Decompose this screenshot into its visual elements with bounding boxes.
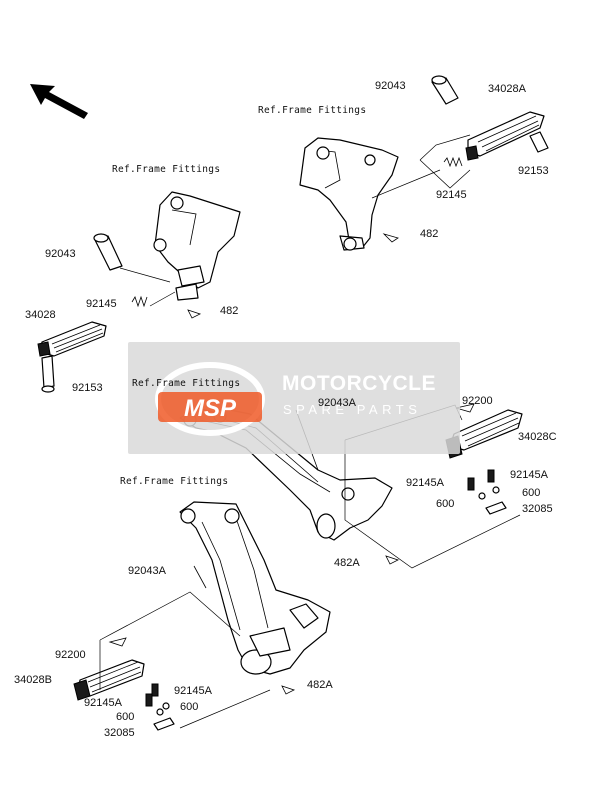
top-left-bracket xyxy=(153,191,241,301)
part-label: 92145A xyxy=(510,469,549,481)
part-label: 34028A xyxy=(488,83,527,95)
direction-arrow-icon xyxy=(30,84,88,119)
top-right-spring xyxy=(443,156,463,168)
top-left-footpeg xyxy=(37,321,107,357)
watermark-logo-text: MSP xyxy=(184,395,237,422)
part-label: 92145 xyxy=(436,189,467,201)
part-label: 600 xyxy=(436,498,454,510)
part-label: 92200 xyxy=(55,649,86,661)
part-label: 482A xyxy=(334,557,360,569)
top-right-pin xyxy=(529,131,549,153)
part-label: 34028C xyxy=(518,431,557,443)
part-label: 600 xyxy=(116,711,134,723)
top-left-clip xyxy=(187,309,202,319)
top-right-footpeg xyxy=(465,111,545,161)
part-label: 34028 xyxy=(25,309,56,321)
ref-label-bottom: Ref.Frame Fittings xyxy=(120,476,228,487)
top-left-pin xyxy=(41,355,55,393)
part-label: 92145A xyxy=(174,685,213,697)
part-label: 92043 xyxy=(375,80,406,92)
part-label: 92145A xyxy=(84,697,123,709)
part-label: 482 xyxy=(420,228,438,240)
bottom-hardware xyxy=(108,565,296,731)
msp-logo-icon: MSP xyxy=(155,362,265,436)
watermark-title: MOTORCYCLE xyxy=(282,372,436,395)
part-label: 32085 xyxy=(522,503,553,515)
bottom-rear-bracket xyxy=(179,501,331,675)
top-right-clip xyxy=(382,233,399,243)
ref-label-top-right: Ref.Frame Fittings xyxy=(258,105,366,116)
part-label: 92043A xyxy=(318,397,357,409)
part-label: 482A xyxy=(307,679,333,691)
part-label: 600 xyxy=(522,487,540,499)
part-label: 92153 xyxy=(518,165,549,177)
part-label: 482 xyxy=(220,305,238,317)
top-right-peg-bushing xyxy=(431,75,459,105)
part-label: 34028B xyxy=(14,674,52,686)
part-label: 92153 xyxy=(72,382,103,394)
top-right-bracket xyxy=(299,137,399,251)
ref-label-middle: Ref.Frame Fittings xyxy=(132,378,240,389)
part-label: 92043 xyxy=(45,248,76,260)
bottom-footpeg xyxy=(73,659,145,701)
part-label: 32085 xyxy=(104,727,135,739)
part-label: 600 xyxy=(180,701,198,713)
part-label: 92145A xyxy=(406,477,445,489)
top-left-spring xyxy=(131,295,148,308)
top-left-peg-bushing xyxy=(93,233,123,271)
watermark-subtitle: SPARE PARTS xyxy=(283,402,422,417)
part-label: 92145 xyxy=(86,298,117,310)
part-label: 92043A xyxy=(128,565,167,577)
part-label: 92200 xyxy=(462,395,493,407)
ref-label-top-left: Ref.Frame Fittings xyxy=(112,164,220,175)
